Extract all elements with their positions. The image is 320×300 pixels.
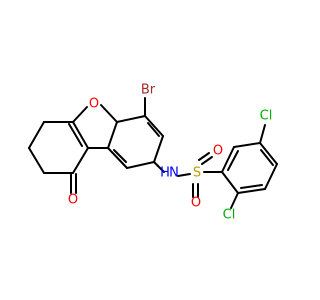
bond: [259, 142, 278, 165]
bond: [259, 124, 266, 144]
bond: [201, 156, 213, 165]
atom-o-sulfonyl-top-label: O: [213, 144, 223, 159]
atom-o-sulfonyl-bottom-label: O: [191, 196, 201, 211]
bond: [147, 122, 160, 137]
molecule-structure-diagram: Br O O N H S O O Cl Cl: [28, 83, 278, 223]
atom-labels: Br O O N H S O O Cl Cl: [68, 83, 272, 223]
bond: [227, 150, 239, 171]
bond: [68, 123, 83, 147]
atom-cl-bottom-label: Cl: [223, 208, 236, 223]
bond: [153, 161, 165, 173]
bond-lines: [28, 97, 278, 209]
bond: [260, 149, 274, 166]
bond: [177, 173, 191, 177]
bond: [28, 147, 45, 174]
bond: [126, 161, 155, 169]
bond: [100, 104, 118, 123]
bond: [116, 115, 146, 123]
bond: [240, 184, 263, 189]
bond: [237, 188, 266, 194]
bond: [113, 149, 127, 163]
bond: [144, 115, 164, 137]
atom-o-furan-label: O: [89, 97, 99, 112]
bond: [153, 135, 164, 163]
bond: [72, 121, 89, 149]
bond: [198, 152, 210, 161]
bond: [72, 147, 89, 174]
atom-br-label: Br: [141, 83, 156, 98]
bond: [221, 171, 239, 194]
bond: [264, 163, 278, 190]
bond: [233, 142, 261, 148]
atom-cl-top-label: Cl: [260, 109, 273, 124]
bond: [230, 192, 239, 209]
bond: [107, 147, 128, 169]
atom-n-label: N: [169, 166, 179, 181]
atom-o-ketone-label: O: [68, 193, 78, 208]
bond: [72, 106, 88, 123]
bond: [107, 121, 118, 149]
bond: [28, 121, 45, 149]
atom-s-label: S: [193, 166, 201, 181]
bond: [221, 146, 235, 173]
atom-h-label: H: [160, 166, 170, 181]
